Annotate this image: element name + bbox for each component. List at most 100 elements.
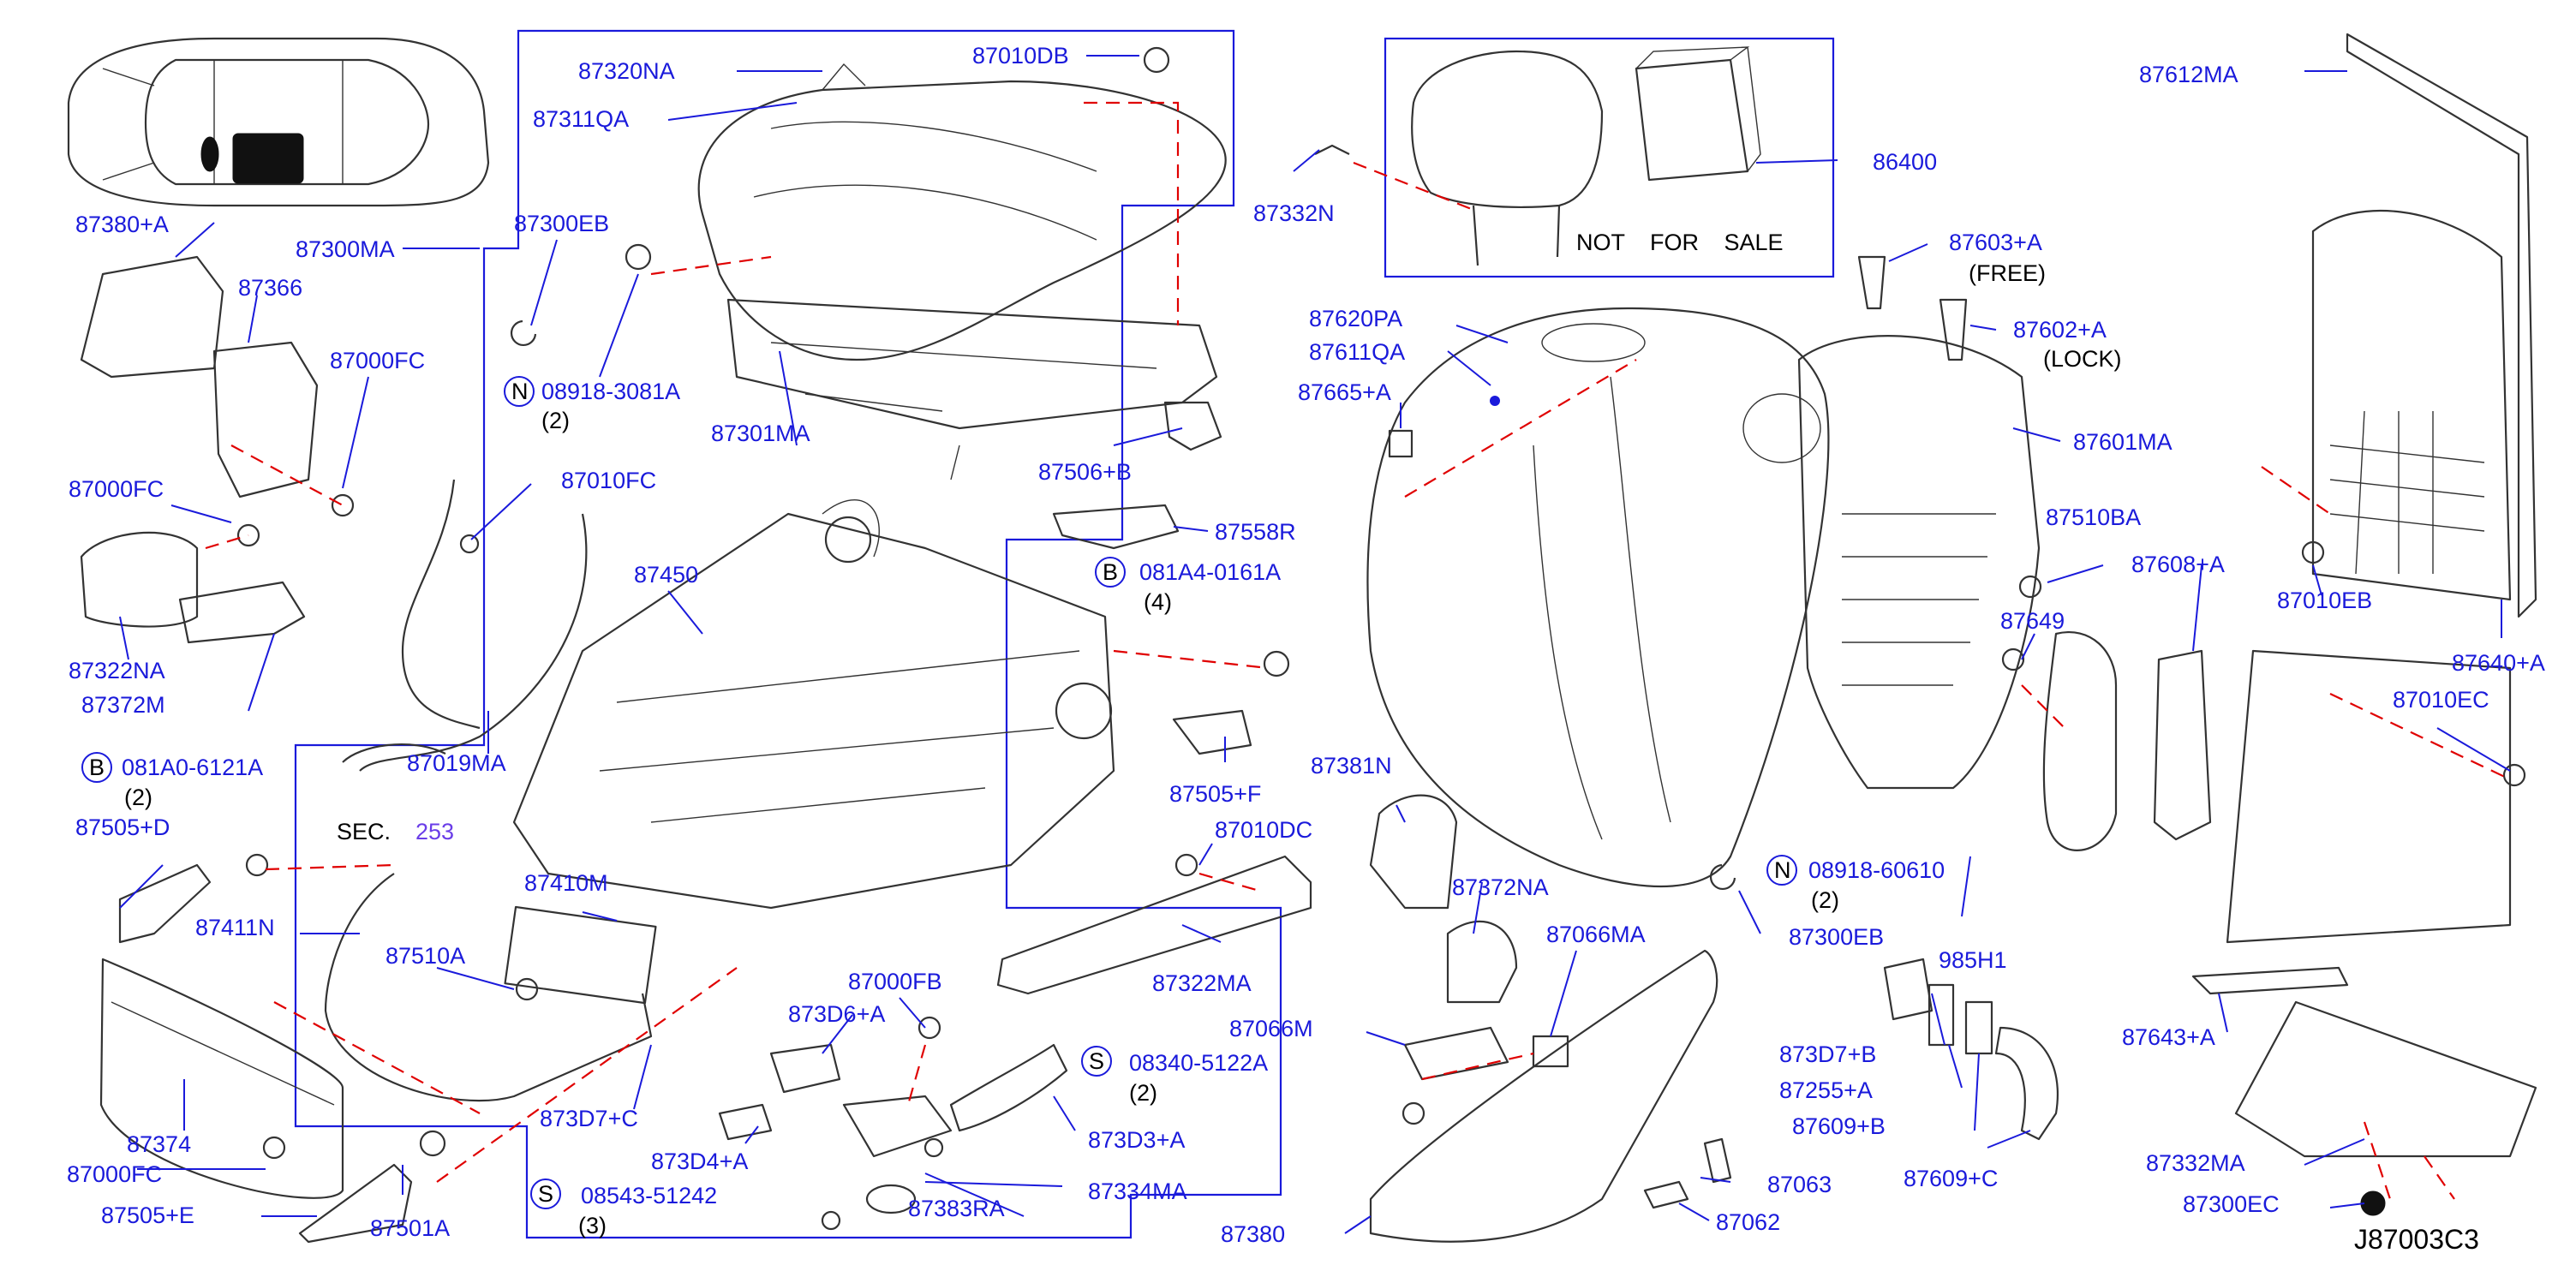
- wire-87643A: [2191, 966, 2349, 995]
- label-87062: 87062: [1716, 1209, 1780, 1235]
- label-873D3A: 873D3+A: [1088, 1127, 1185, 1153]
- label-87380A: 87380+A: [75, 212, 169, 237]
- label-87505D: 87505+D: [75, 815, 170, 840]
- bolt-87066M: [1402, 1101, 1425, 1125]
- bracket-87505F: [1172, 709, 1252, 755]
- label-87366: 87366: [238, 275, 302, 301]
- label-08543-51242: 08543-51242: [581, 1183, 717, 1208]
- qty-081A0-6121A: (2): [124, 785, 152, 810]
- back-board-87640A: [2311, 209, 2512, 601]
- label-87643A: 87643+A: [2122, 1024, 2215, 1050]
- nut-87649: [2001, 647, 2025, 671]
- label-87010DB: 87010DB: [972, 43, 1069, 69]
- circle-letter-S-2: S: [1089, 1048, 1104, 1074]
- cushion-frame: [726, 298, 1218, 480]
- label-87311QA: 87311QA: [533, 106, 629, 132]
- not-for-sale-note: NOT FOR SALE: [1576, 230, 1784, 255]
- cap-87609B: [1964, 1000, 1993, 1055]
- label-87640A: 87640+A: [2452, 650, 2545, 676]
- label-985H1: 985H1: [1939, 947, 2007, 973]
- assembly-line: [2261, 466, 2331, 515]
- label-87383RA: 87383RA: [908, 1196, 1005, 1221]
- label-87649: 87649: [2000, 608, 2065, 634]
- sec-prefix: SEC.: [337, 819, 391, 844]
- label-87300EB-top: 87300EB: [514, 211, 609, 236]
- label-87010EB: 87010EB: [2277, 588, 2372, 613]
- sec-number-link[interactable]: 253: [415, 819, 454, 844]
- label-87300EB-bottom: 87300EB: [1789, 924, 1884, 950]
- qty-08918-60610: (2): [1811, 887, 1839, 913]
- actuator-87334MA: [842, 1095, 953, 1158]
- circle-letter-S-1: S: [538, 1181, 553, 1207]
- label-87410M: 87410M: [524, 870, 608, 896]
- label-873D4A: 873D4+A: [651, 1149, 748, 1174]
- label-87300MA: 87300MA: [296, 236, 395, 262]
- label-87372M: 87372M: [81, 692, 165, 718]
- car-thumbnail: [67, 37, 490, 207]
- assembly-line: [265, 863, 395, 871]
- label-87411N: 87411N: [195, 915, 275, 940]
- label-87380: 87380: [1221, 1221, 1285, 1247]
- qty-08543-51242: (3): [578, 1213, 607, 1238]
- guide-87602A: [1939, 298, 1968, 361]
- bolt-87010EB: [2301, 540, 2325, 564]
- knob-873D4A: [718, 1103, 773, 1141]
- switch-87066MA: [1532, 1035, 1569, 1068]
- trim-87366: [212, 341, 319, 498]
- label-87066MA: 87066MA: [1546, 922, 1646, 947]
- qty-08340-5122A: (2): [1129, 1080, 1157, 1106]
- label-87010EC: 87010EC: [2393, 687, 2489, 713]
- bolt-87501A: [419, 1130, 446, 1157]
- grommet-87383RA: [865, 1184, 917, 1214]
- label-87601MA: 87601MA: [2073, 429, 2173, 455]
- nut-87300EB-top: [625, 243, 652, 271]
- seat-back-frame: [1797, 335, 2041, 790]
- label-87381N: 87381N: [1311, 753, 1392, 779]
- label-87332N: 87332N: [1253, 200, 1335, 226]
- assembly-line: [1084, 101, 1180, 325]
- circle-letter-N-1: N: [511, 379, 529, 404]
- circle-letter-N-2: N: [1774, 857, 1791, 883]
- clip-87611QA: [1490, 396, 1500, 406]
- assembly-line: [2021, 684, 2065, 729]
- trim-wire-87411N: [324, 873, 653, 1102]
- assembly-line: [230, 445, 344, 506]
- seat-cushion-pad: [697, 63, 1227, 361]
- bolt-87000FB: [917, 1016, 941, 1040]
- fastener-class-circles: [81, 376, 1797, 1209]
- back-cover-87612MA: [2346, 33, 2537, 618]
- qty-081A4-0161A: (4): [1144, 589, 1172, 615]
- assembly-line: [273, 1001, 481, 1114]
- label-87372NA: 87372NA: [1452, 874, 1549, 900]
- label-87066M: 87066M: [1229, 1016, 1313, 1041]
- bolt-87010EC: [2502, 763, 2526, 787]
- label-87620PA: 87620PA: [1309, 306, 1402, 331]
- label-87611QA: 87611QA: [1309, 339, 1405, 365]
- assembly-line: [2329, 693, 2511, 780]
- bracket-87372NA: [1446, 920, 1518, 1004]
- cushion-side-finisher: [99, 958, 344, 1199]
- front-seat-cushion-group-box: [294, 29, 1282, 1239]
- label-081A4-0161A: 081A4-0161A: [1139, 559, 1281, 585]
- label-87450: 87450: [634, 562, 698, 588]
- label-87300EC: 87300EC: [2183, 1191, 2280, 1217]
- switch-873D6A: [769, 1043, 841, 1094]
- bolt-87300EC: [2360, 1190, 2386, 1216]
- label-08918-60610: 08918-60610: [1808, 857, 1945, 883]
- label-08918-3081A: 08918-3081A: [541, 379, 680, 404]
- label-873D7C: 873D7+C: [540, 1106, 638, 1131]
- label-87558R: 87558R: [1215, 519, 1296, 545]
- label-87505F: 87505+F: [1169, 781, 1261, 807]
- wiring-harness: [342, 479, 588, 772]
- assembly-line: [650, 255, 772, 276]
- bolt-08543: [821, 1210, 841, 1231]
- clip-87506B: [1163, 401, 1222, 451]
- label-081A0-6121A: 081A0-6121A: [122, 755, 263, 780]
- label-87501A: 87501A: [370, 1215, 450, 1241]
- wire-87332N: [1314, 144, 1350, 155]
- label-87000FC-b: 87000FC: [69, 476, 164, 502]
- label-08340-5122A: 08340-5122A: [1129, 1050, 1268, 1076]
- assembly-line: [1404, 359, 1637, 498]
- part-number-labels: 87320NA 87311QA 87010DB 87300EB 87300MA …: [67, 43, 2545, 1255]
